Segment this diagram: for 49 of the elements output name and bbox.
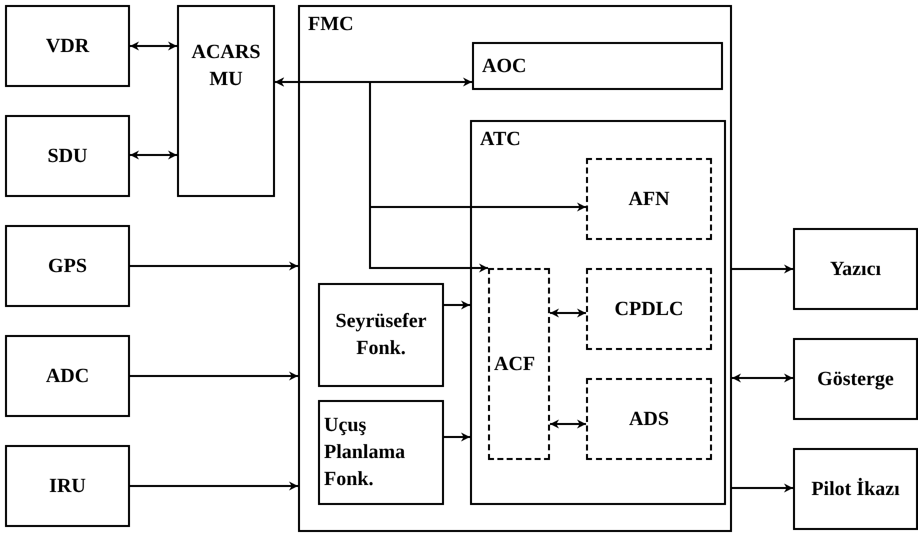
- node-label: ACF: [494, 352, 536, 376]
- computer-frame: [298, 5, 732, 532]
- group-frame: [470, 120, 726, 505]
- function-box: [586, 268, 712, 350]
- arrow: [130, 150, 177, 160]
- node-label: SDU: [47, 144, 88, 168]
- node-label: Uçuş Planlama Fonk.: [324, 413, 406, 492]
- arrow: [550, 308, 586, 318]
- node-label: ADS: [628, 406, 669, 432]
- arrow: [550, 420, 586, 428]
- unit-box: [5, 445, 130, 527]
- arrow: [444, 300, 470, 310]
- node-label: CPDLC: [614, 296, 684, 322]
- unit-box: [5, 115, 130, 197]
- function-box: [318, 283, 444, 387]
- arrow: [130, 482, 298, 490]
- arrow: [732, 484, 793, 492]
- device-box: [793, 448, 918, 530]
- device-box: [793, 228, 918, 310]
- node-label: AFN: [628, 186, 670, 212]
- node-label: GPS: [48, 254, 87, 278]
- arrow: [732, 374, 793, 382]
- arrow: [130, 42, 177, 50]
- node-label: Yazıcı: [830, 256, 882, 282]
- function-box: [318, 400, 444, 505]
- node-label: ACARS MU: [190, 40, 262, 92]
- function-box: [472, 42, 723, 90]
- node-label: VDR: [46, 34, 90, 58]
- unit-box: [5, 335, 130, 417]
- unit-box: [5, 5, 130, 87]
- function-box: [586, 378, 712, 460]
- arrow: [732, 264, 793, 274]
- node-label: ATC: [480, 127, 521, 152]
- arrow: [275, 78, 488, 272]
- arrow: [130, 372, 298, 380]
- function-box: [488, 268, 550, 460]
- unit-box: [177, 5, 275, 197]
- unit-box: [5, 225, 130, 307]
- function-box: [586, 158, 712, 240]
- arrow: [444, 432, 470, 442]
- node-label: AOC: [482, 54, 526, 78]
- arrow: [130, 262, 298, 270]
- node-label: FMC: [308, 12, 354, 37]
- node-label: Seyrüsefer Fonk.: [334, 309, 428, 361]
- node-label: Gösterge: [817, 366, 894, 392]
- node-label: IRU: [49, 474, 86, 498]
- node-label: Pilot İkazı: [811, 476, 900, 502]
- node-label: ADC: [46, 364, 90, 388]
- device-box: [793, 338, 918, 420]
